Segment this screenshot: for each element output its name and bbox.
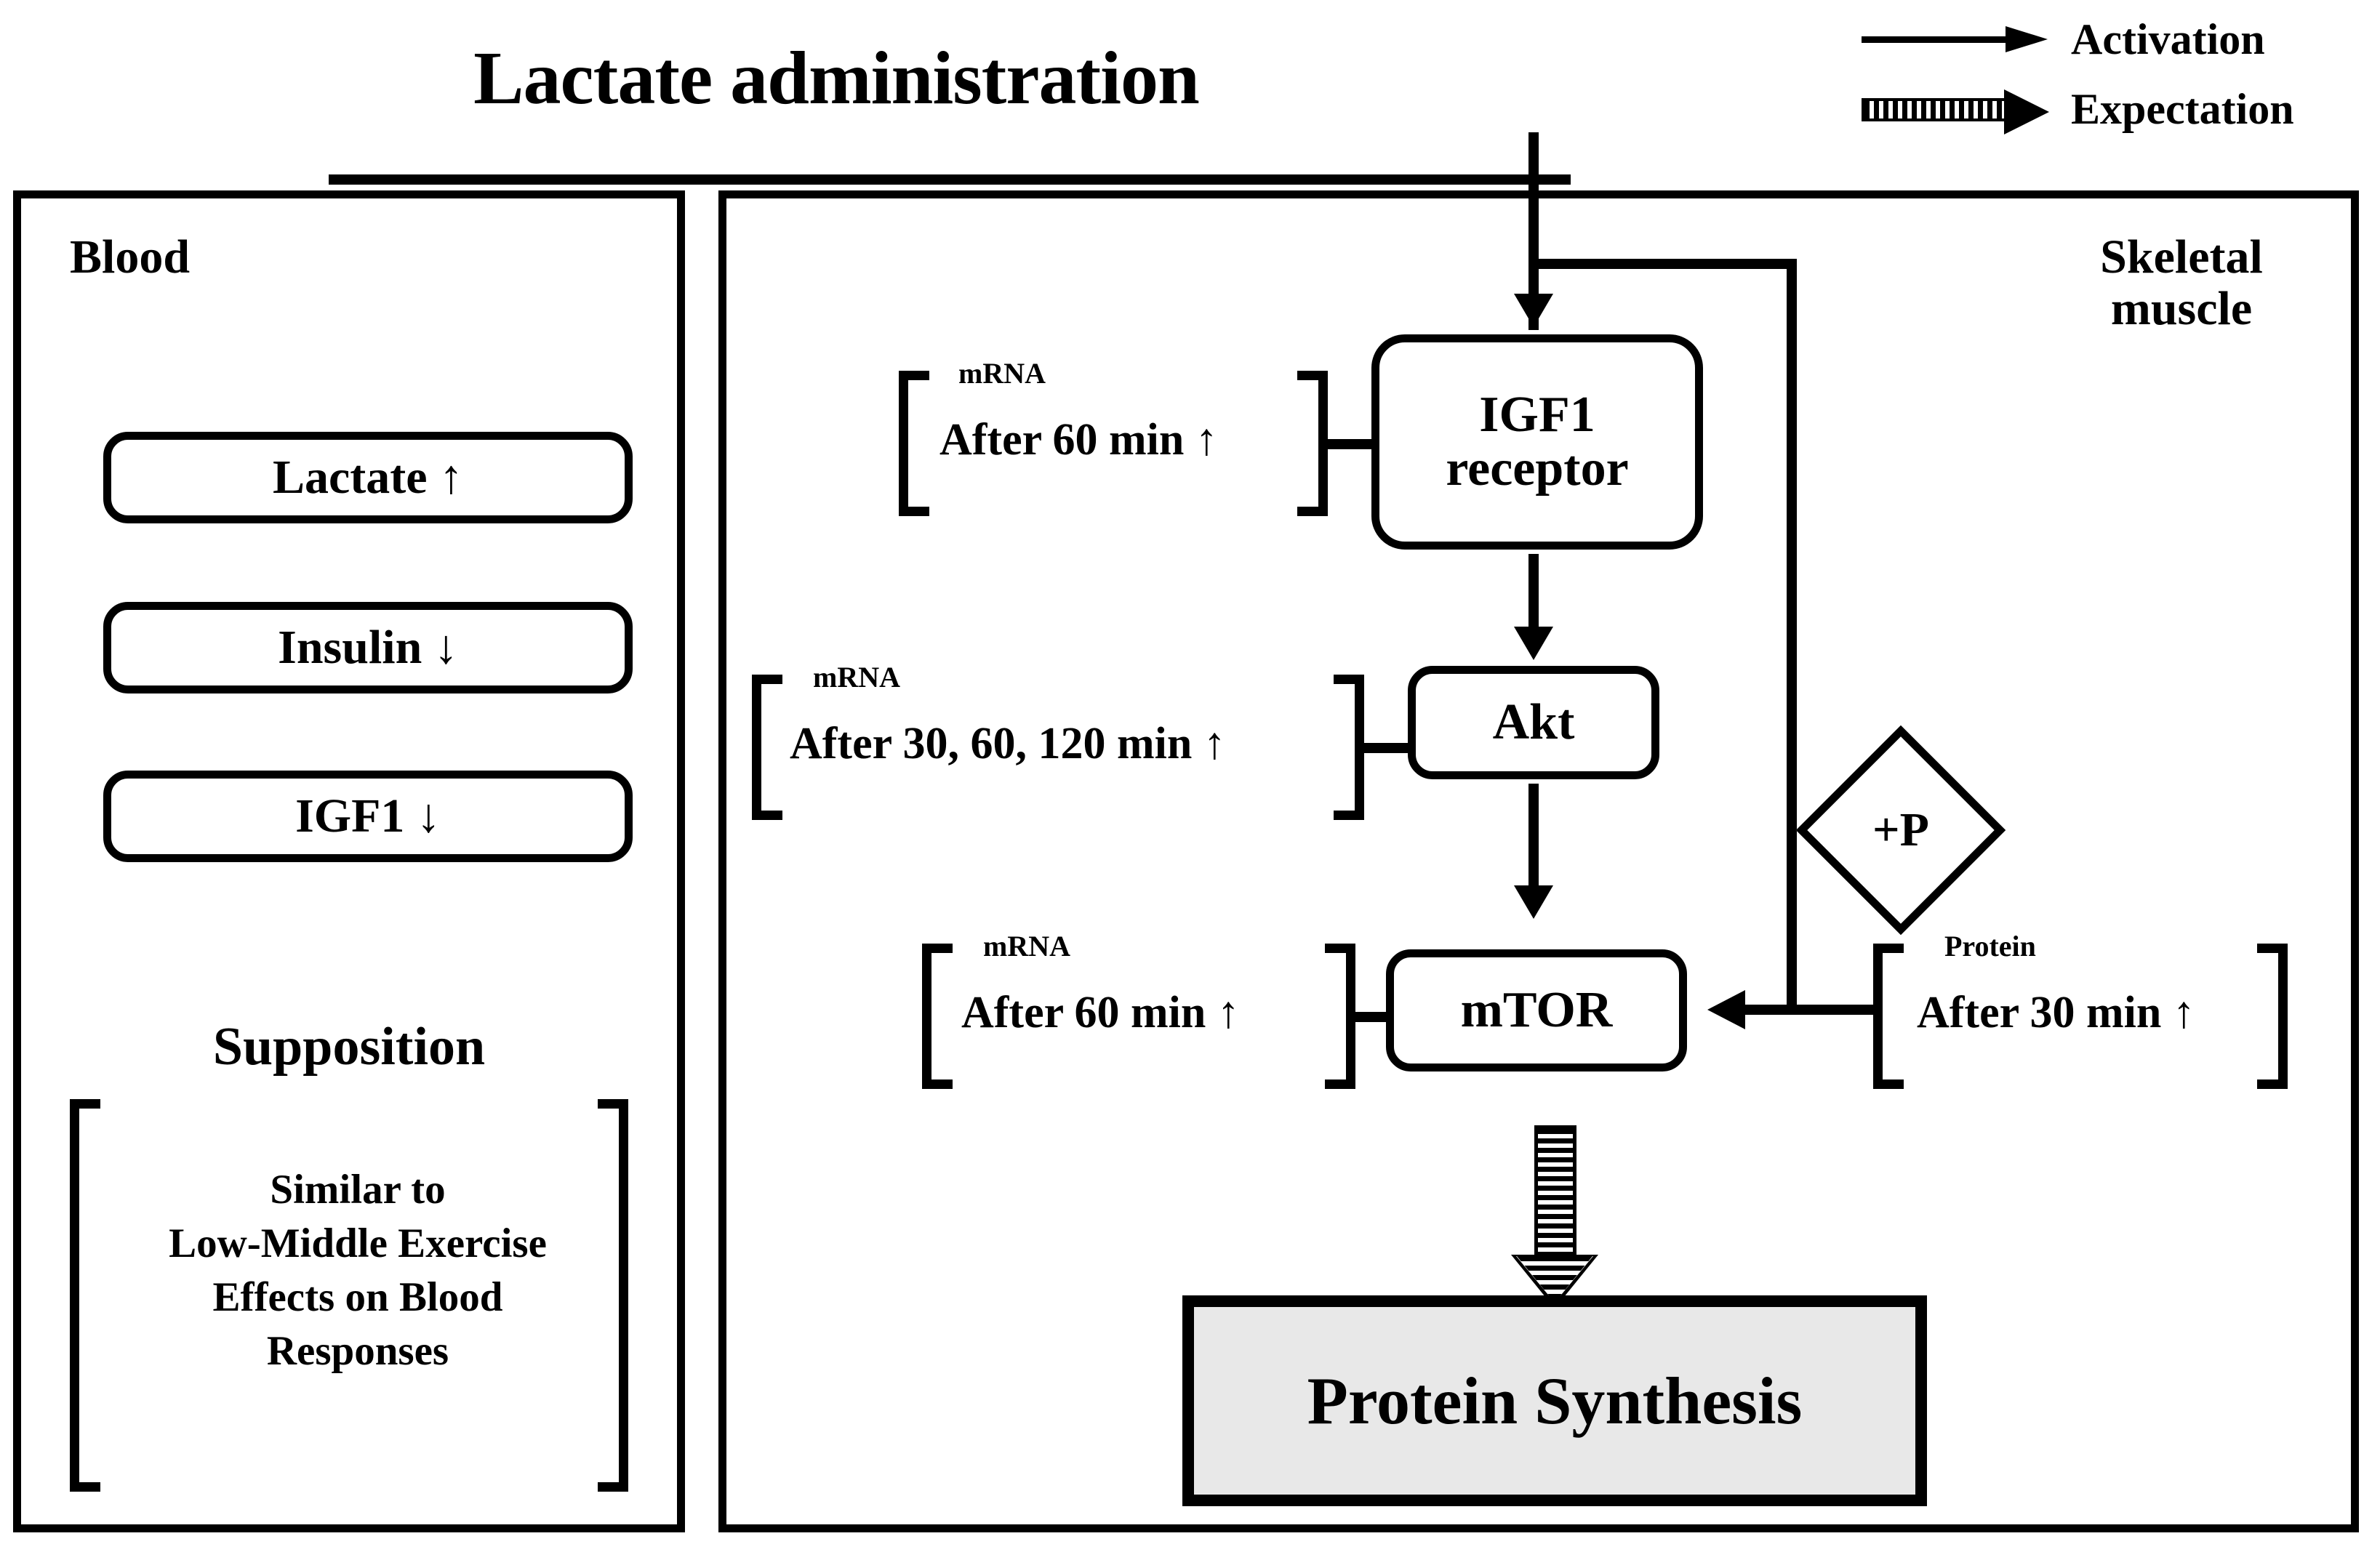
blood-marker-lactate: Lactate ↑ bbox=[103, 432, 633, 523]
annotation-bracket-right-protein bbox=[2257, 944, 2288, 1089]
annotation-bracket-left-akt bbox=[752, 675, 782, 820]
edge-igf1r-to-akt-line bbox=[1528, 554, 1539, 635]
phospho-branch-vertical bbox=[1787, 259, 1797, 1009]
legend: Activation Expectation bbox=[1862, 4, 2371, 144]
lactate-feed-arrowhead bbox=[1514, 294, 1553, 327]
annotation-text-igf1r: After 60 min ↑ bbox=[939, 415, 1218, 465]
connector-akt-annotation bbox=[1360, 743, 1411, 753]
node-igf1-receptor: IGF1 receptor bbox=[1371, 334, 1703, 550]
muscle-title-line2: muscle bbox=[2110, 282, 2253, 336]
annotation-type-label-protein: Protein bbox=[1944, 930, 2036, 962]
annotation-type-label-igf1r: mRNA bbox=[958, 357, 1046, 390]
supposition-line-3: Effects on Blood bbox=[212, 1274, 503, 1321]
annotation-text-mtor: After 60 min ↑ bbox=[961, 988, 1240, 1037]
muscle-title-line1: Skeletal bbox=[2100, 230, 2263, 284]
annotation-type-label-akt: mRNA bbox=[813, 661, 900, 693]
node-igf1-receptor-line1: IGF1 bbox=[1479, 386, 1595, 443]
annotation-bracket-right-igf1r bbox=[1297, 371, 1328, 516]
supposition-line-4: Responses bbox=[266, 1328, 449, 1375]
striped-arrow-shaft bbox=[1862, 98, 2007, 121]
phospho-label: +P bbox=[1872, 803, 1929, 856]
annotation-text-akt: After 30, 60, 120 min ↑ bbox=[790, 719, 1226, 768]
annotation-bracket-right-akt bbox=[1334, 675, 1364, 820]
arrow-shaft bbox=[1862, 36, 2011, 43]
page-title: Lactate administration bbox=[473, 36, 1200, 120]
arrow-head bbox=[2006, 26, 2048, 52]
annotation-type-label-mtor: mRNA bbox=[983, 930, 1070, 962]
supposition-bracket-left bbox=[70, 1099, 100, 1492]
legend-item-activation: Activation bbox=[1862, 4, 2371, 74]
edge-akt-to-mtor-arrowhead bbox=[1514, 885, 1553, 919]
supposition-heading: Supposition bbox=[212, 1017, 486, 1077]
striped-arrow-head bbox=[2004, 89, 2049, 134]
node-igf1-receptor-line2: receptor bbox=[1446, 441, 1629, 496]
edge-akt-to-mtor-line bbox=[1528, 784, 1539, 894]
annotation-bracket-left-protein bbox=[1873, 944, 1904, 1089]
arrow-right-icon bbox=[1862, 23, 2051, 56]
supposition-text: Similar to Low-Middle Exercise Effects o… bbox=[89, 1163, 627, 1378]
annotation-bracket-left-igf1r bbox=[899, 371, 929, 516]
skeletal-muscle-panel-title: Skeletal muscle bbox=[2036, 231, 2327, 335]
connector-igf1r-annotation bbox=[1323, 439, 1374, 449]
edge-protein-to-mtor-arrowhead bbox=[1707, 990, 1745, 1029]
connector-mtor-annotation bbox=[1351, 1012, 1392, 1022]
legend-label-activation: Activation bbox=[2071, 15, 2265, 63]
supposition-line-1: Similar to bbox=[270, 1167, 446, 1213]
blood-panel-title: Blood bbox=[70, 230, 191, 284]
striped-arrow-right-icon bbox=[1862, 89, 2051, 134]
edge-igf1r-to-akt-arrowhead bbox=[1514, 627, 1553, 660]
blood-marker-insulin: Insulin ↓ bbox=[103, 602, 633, 693]
edge-protein-to-mtor-line bbox=[1745, 1005, 1876, 1015]
lactate-feed-line bbox=[1528, 132, 1539, 330]
annotation-bracket-left-mtor bbox=[922, 944, 953, 1089]
supposition-bracket-right bbox=[598, 1099, 628, 1492]
node-akt: Akt bbox=[1408, 666, 1659, 779]
annotation-text-protein: After 30 min ↑ bbox=[1917, 988, 2195, 1037]
legend-item-expectation: Expectation bbox=[1862, 74, 2371, 144]
title-underline-rule bbox=[329, 174, 1571, 185]
blood-marker-igf1: IGF1 ↓ bbox=[103, 771, 633, 862]
node-mtor: mTOR bbox=[1386, 949, 1687, 1071]
annotation-bracket-right-mtor bbox=[1325, 944, 1355, 1089]
phospho-branch-horizontal bbox=[1528, 259, 1795, 269]
supposition-line-2: Low-Middle Exercise bbox=[169, 1221, 547, 1267]
node-protein-synthesis: Protein Synthesis bbox=[1182, 1295, 1927, 1506]
expectation-arrow-icon bbox=[1511, 1125, 1598, 1308]
legend-label-expectation: Expectation bbox=[2071, 84, 2294, 133]
expectation-arrow-shaft bbox=[1534, 1125, 1576, 1258]
